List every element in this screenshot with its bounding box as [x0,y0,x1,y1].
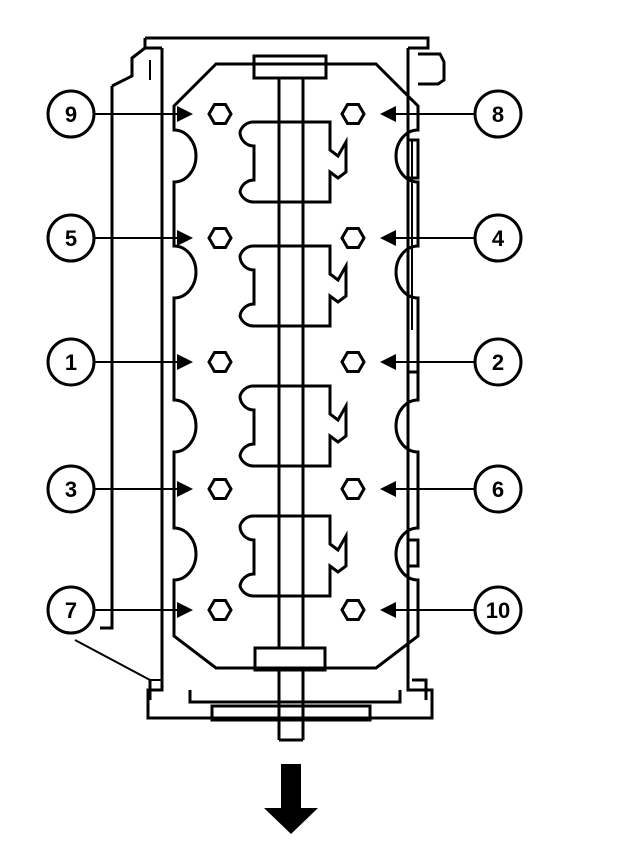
cam-bearing-caps [238,120,348,598]
arrow-head-icon [380,602,396,618]
bolt-hex-icon [207,478,233,500]
combustion-deck [172,62,420,670]
bolt-hex-icon [207,599,233,621]
arrow-head-icon [380,106,396,122]
bolt-6: 6 [340,464,523,514]
callout-circle [473,89,523,139]
bolt-sequence-number: 3 [65,477,77,502]
bolt-hex-icon [207,103,233,125]
arrow-head-icon [177,481,193,497]
callout-circle [473,464,523,514]
down-arrow-icon [264,764,318,834]
arrow-head-icon [177,354,193,370]
arrow-head-icon [380,481,396,497]
bolt-sequence-number: 7 [65,598,77,623]
bolt-hex-icon [207,227,233,249]
callout-circle [46,464,96,514]
bolt-sequence-number: 6 [492,477,504,502]
bolt-9: 9 [46,89,233,139]
bolt-sequence-number: 5 [65,226,77,251]
callout-circle [46,213,96,263]
bolt-5: 5 [46,213,233,263]
bolt-4: 4 [340,213,523,263]
bolt-sequence-number: 8 [492,102,504,127]
bolt-hex-icon [340,103,366,125]
bolt-7: 7 [46,585,233,635]
bolt-hex-icon [340,227,366,249]
callout-circle [473,337,523,387]
arrow-head-icon [177,602,193,618]
cylinder-head-outline [74,36,446,720]
cam-bearing-cap [238,384,348,468]
callout-circle [473,213,523,263]
bolt-8: 8 [340,89,523,139]
head-bolts: 9 8 5 4 1 2 3 6 7 10 [46,89,523,635]
bolt-sequence-number: 10 [486,598,510,623]
callout-circle [473,585,523,635]
cam-bearing-cap [238,514,348,598]
bolt-sequence-number: 4 [492,226,505,251]
bolt-1: 1 [46,337,233,387]
callout-circle [46,337,96,387]
bolt-sequence-number: 9 [65,102,77,127]
bolt-3: 3 [46,464,233,514]
callout-circle [46,585,96,635]
cam-bearing-cap [238,244,348,328]
bolt-hex-icon [340,478,366,500]
bolt-sequence-number: 2 [492,350,504,375]
callout-circle [46,89,96,139]
bolt-10: 10 [340,585,523,635]
bolt-hex-icon [340,351,366,373]
camshaft [188,54,402,742]
arrow-head-icon [177,230,193,246]
bolt-hex-icon [207,351,233,373]
bolt-sequence-number: 1 [65,350,77,375]
arrow-head-icon [380,230,396,246]
cam-bearing-cap [238,120,348,204]
bolt-hex-icon [340,599,366,621]
arrow-head-icon [380,354,396,370]
bolt-2: 2 [340,337,523,387]
arrow-head-icon [177,106,193,122]
